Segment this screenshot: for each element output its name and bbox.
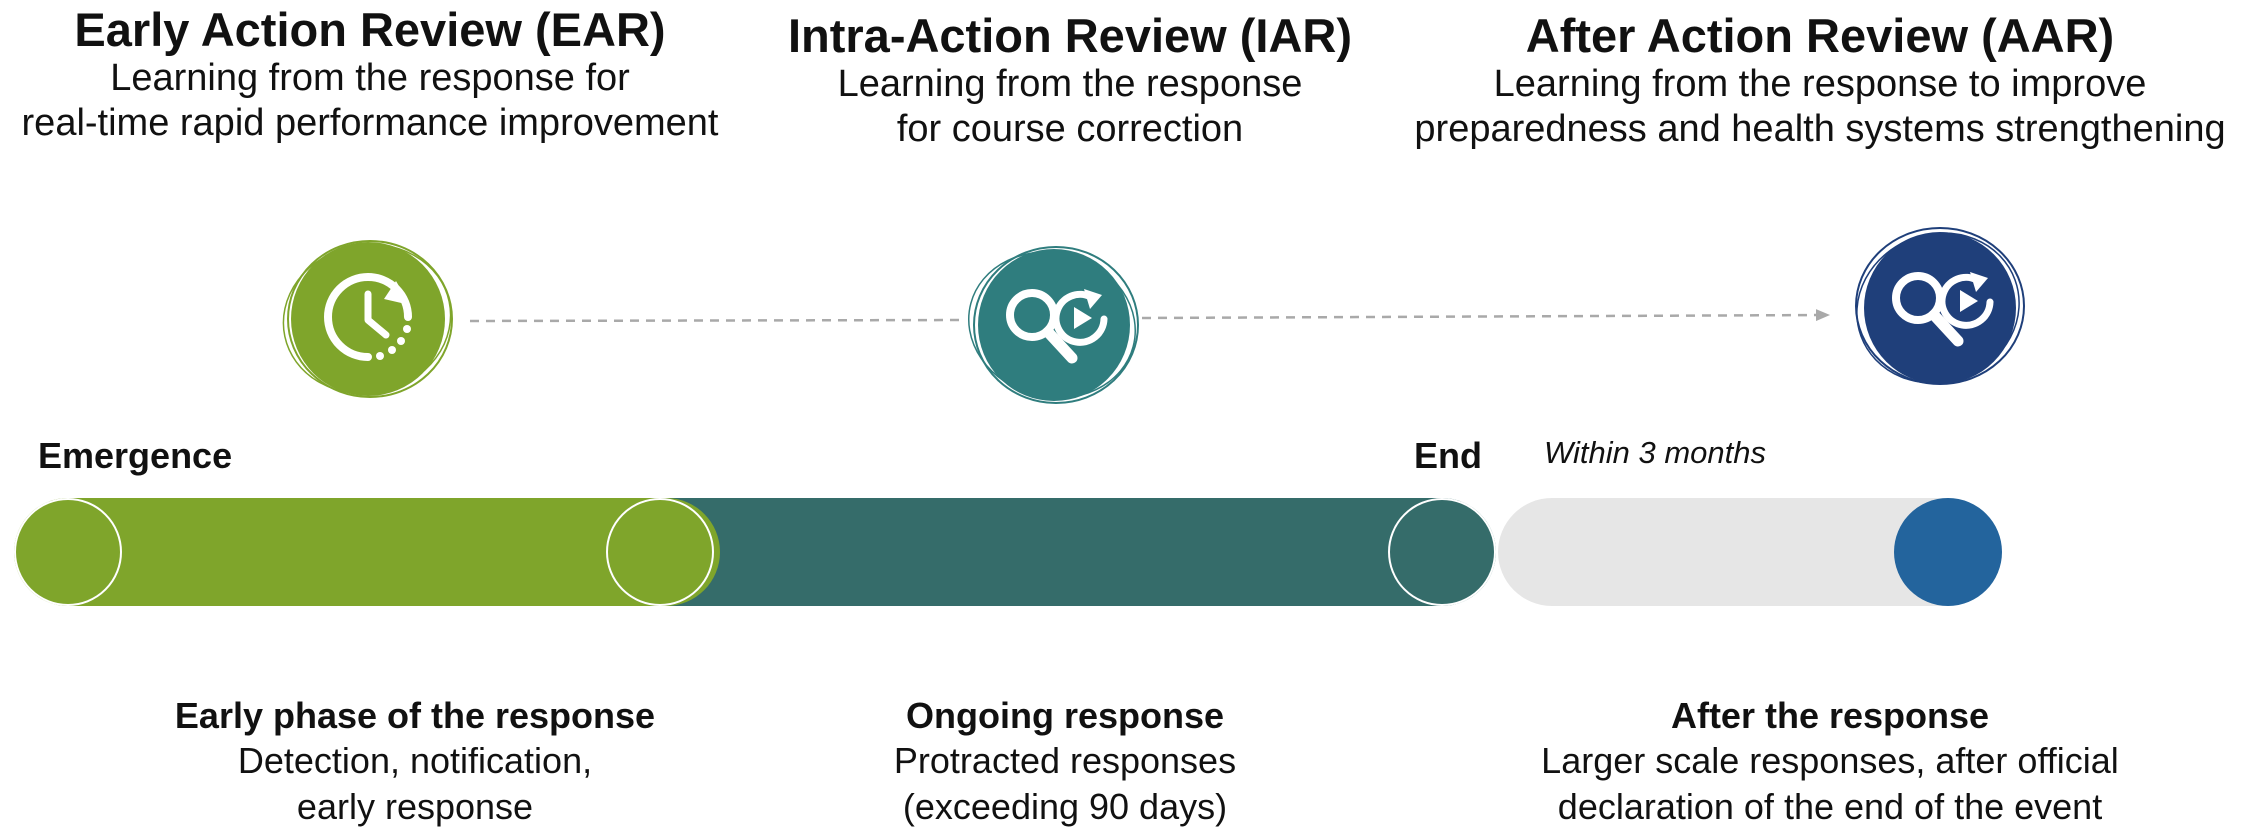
aar-title: After Action Review (AAR) xyxy=(1525,9,2115,62)
ongoing-phase-line1: Protracted responses xyxy=(893,740,1237,781)
aar-header: After Action Review (AAR) Learning from … xyxy=(1390,10,2250,152)
ear-description-line2: real-time rapid performance improvement xyxy=(21,102,719,144)
ongoing-phase-title: Ongoing response xyxy=(905,695,1225,736)
iar-description-line2: for course correction xyxy=(896,108,1244,150)
early-phase-end-marker xyxy=(606,498,714,606)
ongoing-phase-line2: (exceeding 90 days) xyxy=(902,786,1228,827)
iar-description-line1: Learning from the response xyxy=(837,63,1303,105)
ear-title: Early Action Review (EAR) xyxy=(74,3,666,56)
aar-description-line2: preparedness and health systems strength… xyxy=(1414,108,2226,150)
ongoing-phase-bar xyxy=(610,498,1496,606)
aar-description-line1: Learning from the response to improve xyxy=(1493,63,2147,105)
timeline-start-label: Emergence xyxy=(38,435,233,476)
response-end-marker xyxy=(1388,498,1496,606)
clock-refresh-icon xyxy=(282,240,453,398)
after-phase-description: After the response Larger scale response… xyxy=(1440,694,2220,830)
early-phase-bar xyxy=(14,498,720,606)
after-timeframe-note: Within 3 months xyxy=(1544,435,1766,470)
ear-header: Early Action Review (EAR) Learning from … xyxy=(0,4,740,146)
iar-header: Intra-Action Review (IAR) Learning from … xyxy=(770,10,1370,152)
timeline-end-label: End xyxy=(1414,435,1482,476)
after-phase-title: After the response xyxy=(1670,695,1990,736)
early-phase-description: Early phase of the response Detection, n… xyxy=(80,694,750,830)
emergence-marker xyxy=(14,498,122,606)
search-refresh-icon xyxy=(967,246,1139,404)
ongoing-phase-description: Ongoing response Protracted responses (e… xyxy=(780,694,1350,830)
connector-ear-to-iar xyxy=(469,318,966,323)
early-phase-line2: early response xyxy=(296,786,534,827)
after-phase-line1: Larger scale responses, after official xyxy=(1541,740,2119,781)
after-phase-line2: declaration of the end of the event xyxy=(1557,786,2103,827)
connector-iar-to-aar xyxy=(1141,309,1830,322)
early-phase-title: Early phase of the response xyxy=(174,695,656,736)
iar-title: Intra-Action Review (IAR) xyxy=(787,9,1353,62)
early-phase-line1: Detection, notification, xyxy=(237,740,593,781)
ear-description-line1: Learning from the response for xyxy=(110,57,630,99)
search-refresh-icon xyxy=(1855,227,2025,385)
aar-marker xyxy=(1894,498,2002,606)
